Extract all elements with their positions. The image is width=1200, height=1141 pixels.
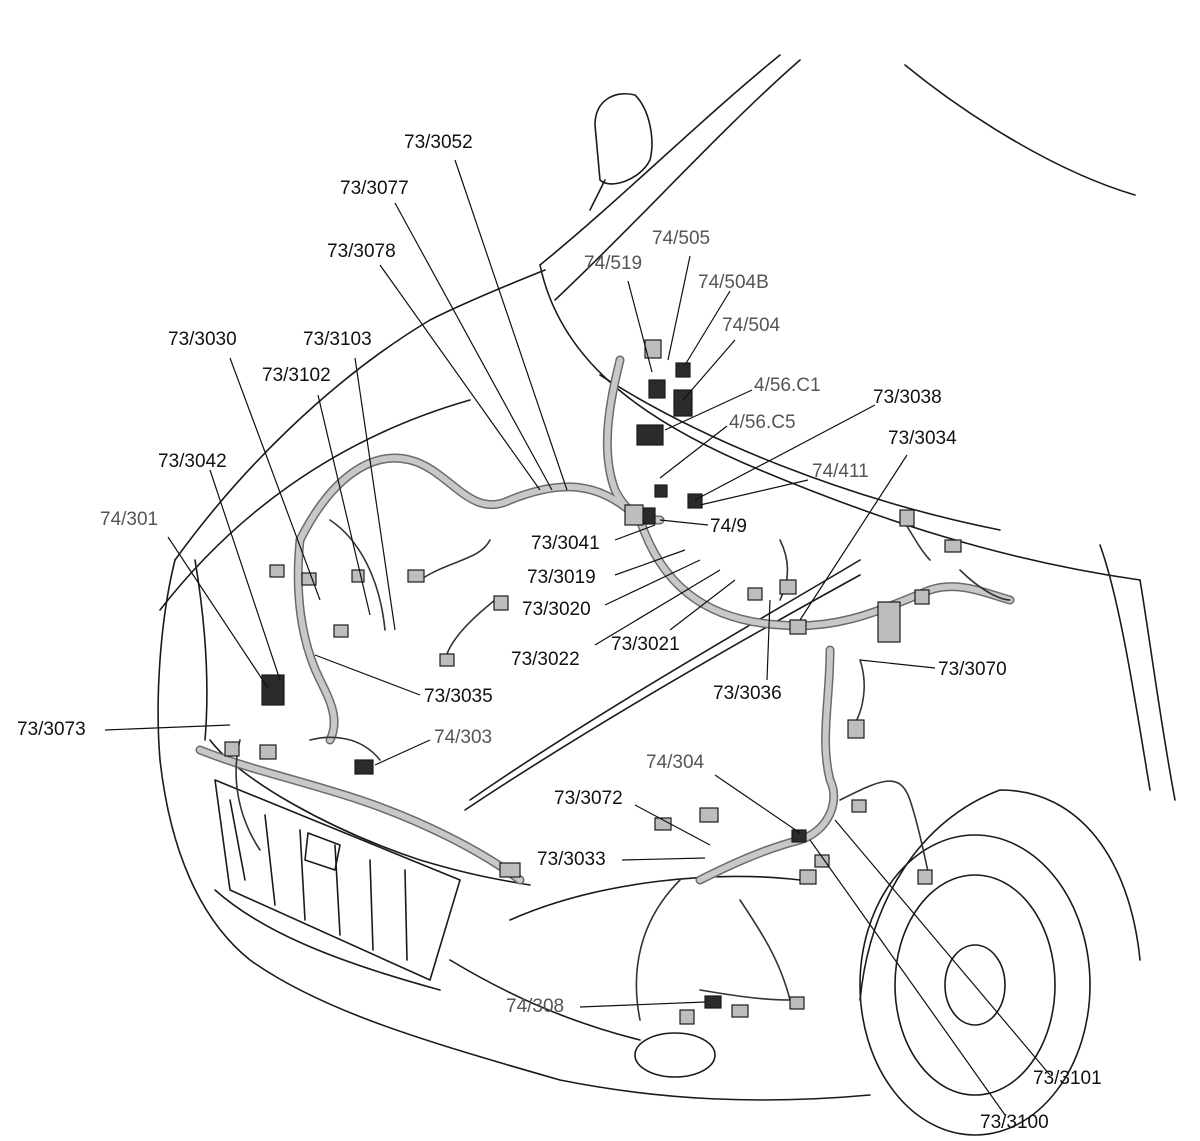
callout-73-3034: 73/3034 bbox=[888, 428, 957, 449]
callout-73-3103: 73/3103 bbox=[303, 329, 372, 350]
callout-74-504b: 74/504B bbox=[698, 272, 769, 293]
callout-73-3021: 73/3021 bbox=[611, 634, 680, 655]
callout-73-3020: 73/3020 bbox=[522, 599, 591, 620]
callout-74-304: 74/304 bbox=[646, 752, 705, 773]
callout-74-303: 74/303 bbox=[434, 727, 493, 748]
callout-73-3101: 73/3101 bbox=[1033, 1068, 1102, 1089]
connectors bbox=[224, 339, 962, 1025]
callout-4-56-c1: 4/56.C1 bbox=[754, 375, 821, 396]
callout-73-3078: 73/3078 bbox=[327, 241, 396, 262]
callout-73-3030: 73/3030 bbox=[168, 329, 237, 350]
callout-73-3100: 73/3100 bbox=[980, 1112, 1049, 1133]
callout-74-9: 74/9 bbox=[710, 516, 747, 537]
car-body-outline bbox=[157, 54, 1176, 1136]
callout-73-3070: 73/3070 bbox=[938, 659, 1007, 680]
callout-73-3033: 73/3033 bbox=[537, 849, 606, 870]
callout-73-3052: 73/3052 bbox=[404, 132, 473, 153]
leader-lines bbox=[104, 159, 1051, 1116]
callout-73-3077: 73/3077 bbox=[340, 178, 409, 199]
harness-bundles bbox=[195, 355, 1015, 1021]
callout-74-308: 74/308 bbox=[506, 996, 565, 1017]
callout-74-505: 74/505 bbox=[652, 228, 711, 249]
callout-74-301: 74/301 bbox=[100, 509, 159, 530]
callout-73-3102: 73/3102 bbox=[262, 365, 331, 386]
callout-73-3019: 73/3019 bbox=[527, 567, 596, 588]
callout-73-3035: 73/3035 bbox=[424, 686, 493, 707]
callout-74-411: 74/411 bbox=[812, 461, 869, 482]
callout-73-3041: 73/3041 bbox=[531, 533, 600, 554]
callout-73-3036: 73/3036 bbox=[713, 683, 782, 704]
callout-73-3073: 73/3073 bbox=[17, 719, 86, 740]
callout-74-519: 74/519 bbox=[584, 253, 643, 274]
callout-73-3042: 73/3042 bbox=[158, 451, 227, 472]
callout-73-3022: 73/3022 bbox=[511, 649, 580, 670]
callout-74-504: 74/504 bbox=[722, 315, 781, 336]
callout-73-3072: 73/3072 bbox=[554, 788, 623, 809]
callout-4-56-c5: 4/56.C5 bbox=[729, 412, 796, 433]
callout-73-3038: 73/3038 bbox=[873, 387, 942, 408]
